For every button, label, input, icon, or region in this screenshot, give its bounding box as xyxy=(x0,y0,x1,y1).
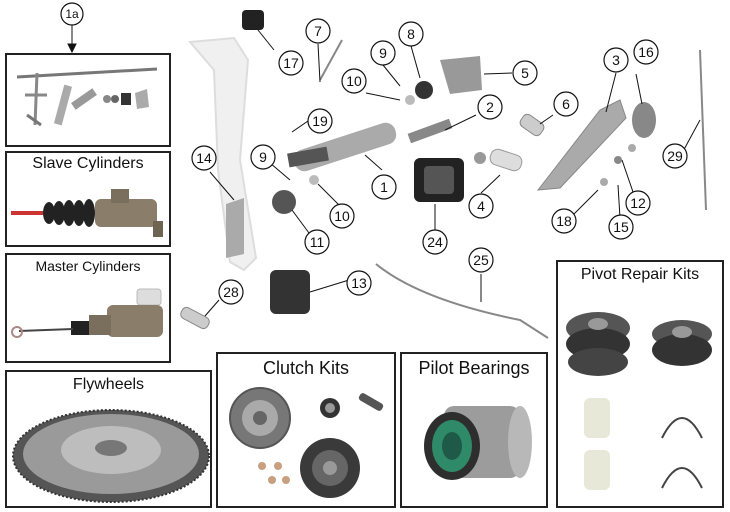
callout-25[interactable]: 25 xyxy=(468,247,494,273)
svg-text:16: 16 xyxy=(638,44,654,60)
svg-text:14: 14 xyxy=(196,150,212,166)
pilot-bearing-illustration xyxy=(424,406,532,480)
slave-cylinders-title: Slave Cylinders xyxy=(32,155,144,172)
callout-28[interactable]: 28 xyxy=(218,279,244,305)
master-cylinder-illustration xyxy=(11,288,163,338)
svg-text:17: 17 xyxy=(283,55,299,71)
leader-lines xyxy=(67,25,701,317)
master-cylinders-box[interactable]: Master Cylinders xyxy=(5,253,171,363)
callout-7[interactable]: 7 xyxy=(305,18,331,44)
svg-text:5: 5 xyxy=(521,65,529,81)
svg-text:15: 15 xyxy=(613,219,629,235)
callout-2[interactable]: 2 xyxy=(477,94,503,120)
callout-16[interactable]: 16 xyxy=(633,39,659,65)
svg-text:6: 6 xyxy=(562,96,570,112)
pedal-bushing xyxy=(242,10,264,30)
slave-cylinders-box[interactable]: Slave Cylinders xyxy=(5,151,171,247)
svg-text:13: 13 xyxy=(351,275,367,291)
callout-10-upper[interactable]: 10 xyxy=(341,68,367,94)
callout-19[interactable]: 19 xyxy=(307,108,333,134)
svg-text:28: 28 xyxy=(223,284,239,300)
svg-text:3: 3 xyxy=(612,52,620,68)
svg-text:1: 1 xyxy=(380,179,388,195)
clutch-kit-illustration xyxy=(229,387,384,498)
pedal-pad xyxy=(270,270,310,314)
callout-13[interactable]: 13 xyxy=(346,270,372,296)
clutch-kits-title: Clutch Kits xyxy=(262,358,350,378)
svg-text:11: 11 xyxy=(310,234,325,250)
flywheel-illustration xyxy=(12,409,210,503)
callout-10-lower[interactable]: 10 xyxy=(329,203,355,229)
callout-12[interactable]: 12 xyxy=(625,190,651,216)
callout-29[interactable]: 29 xyxy=(662,143,688,169)
callout-6[interactable]: 6 xyxy=(553,91,579,117)
callout-1[interactable]: 1 xyxy=(371,174,397,200)
callout-24[interactable]: 24 xyxy=(422,229,448,255)
callout-3[interactable]: 3 xyxy=(603,47,629,73)
svg-text:19: 19 xyxy=(312,113,328,129)
callout-17[interactable]: 17 xyxy=(278,50,304,76)
callout-9-lower[interactable]: 9 xyxy=(250,144,276,170)
svg-text:4: 4 xyxy=(477,198,485,214)
callout-5[interactable]: 5 xyxy=(512,60,538,86)
flywheels-title: Flywheels xyxy=(72,376,145,393)
svg-text:10: 10 xyxy=(334,208,350,224)
clutch-kits-box[interactable]: Clutch Kits xyxy=(216,352,396,508)
svg-text:10: 10 xyxy=(346,73,362,89)
callout-14[interactable]: 14 xyxy=(191,145,217,171)
svg-text:7: 7 xyxy=(314,23,322,39)
svg-text:25: 25 xyxy=(473,252,489,268)
callout-1a[interactable]: 1a xyxy=(60,2,84,26)
slave-cylinder-illustration xyxy=(11,189,163,237)
pivot-repair-kits-title: Pivot Repair Kits xyxy=(580,266,700,283)
svg-text:9: 9 xyxy=(379,45,387,61)
pilot-bearings-title: Pilot Bearings xyxy=(418,358,530,378)
linkage-parts xyxy=(180,39,707,339)
svg-text:1a: 1a xyxy=(65,7,79,21)
callout-18[interactable]: 18 xyxy=(551,208,577,234)
master-cylinders-title: Master Cylinders xyxy=(35,258,141,274)
svg-text:24: 24 xyxy=(427,234,443,250)
callout-15[interactable]: 15 xyxy=(608,214,634,240)
pivot-repair-kits-box[interactable]: Pivot Repair Kits xyxy=(556,260,724,508)
callout-11[interactable]: 11 xyxy=(304,229,330,255)
svg-text:18: 18 xyxy=(556,213,572,229)
svg-text:2: 2 xyxy=(486,99,494,115)
svg-text:8: 8 xyxy=(407,26,415,42)
parts-kit-1a-box xyxy=(5,53,171,147)
linkage-parts-illustration xyxy=(16,67,158,127)
callout-4[interactable]: 4 xyxy=(468,193,494,219)
svg-text:12: 12 xyxy=(630,195,646,211)
pivot-repair-kit-illustration xyxy=(566,312,712,490)
callout-9-upper[interactable]: 9 xyxy=(370,40,396,66)
callout-8[interactable]: 8 xyxy=(398,21,424,47)
svg-text:29: 29 xyxy=(667,148,683,164)
svg-text:9: 9 xyxy=(259,149,267,165)
pilot-bearings-box[interactable]: Pilot Bearings xyxy=(400,352,548,508)
flywheels-box[interactable]: Flywheels xyxy=(5,370,212,508)
